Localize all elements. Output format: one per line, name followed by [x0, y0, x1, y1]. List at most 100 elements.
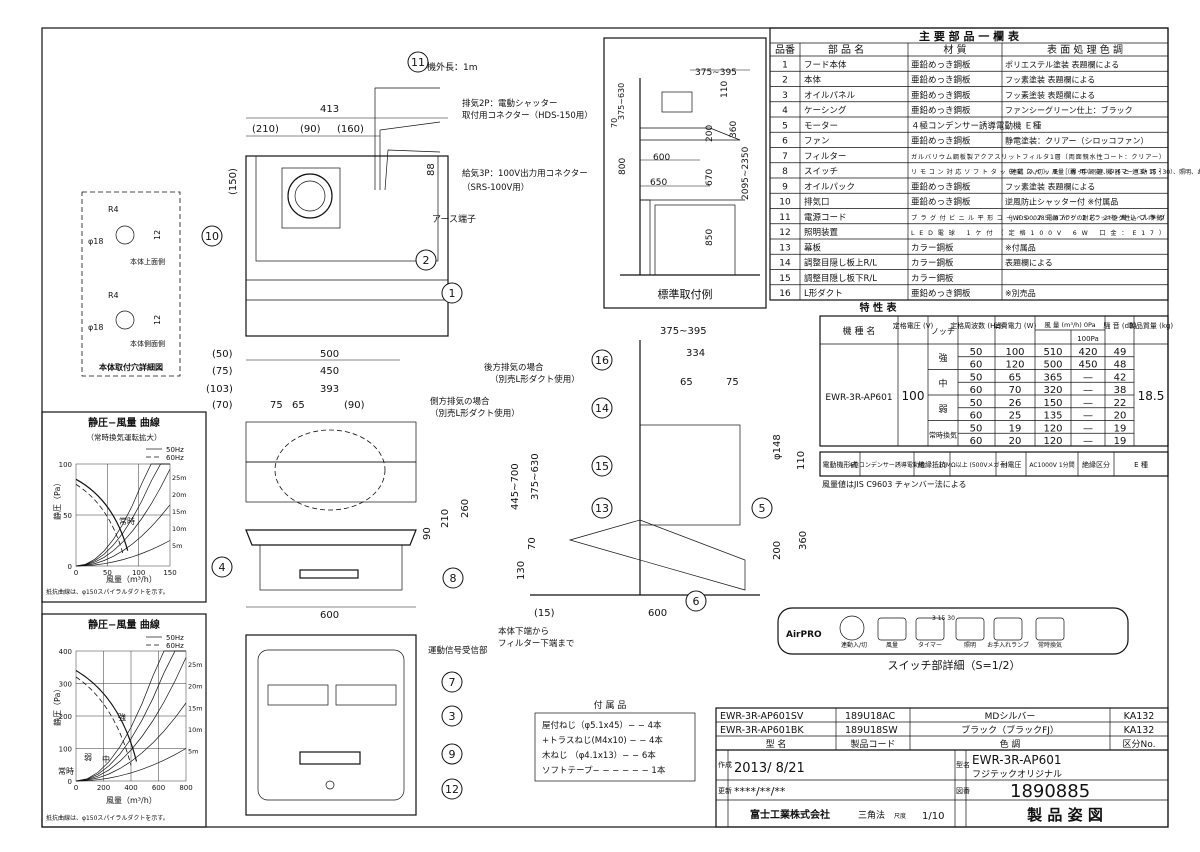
top-cord-length: 機外長：1m [427, 61, 478, 73]
tb-model-color: ブラック（ブラックFJ） [961, 724, 1059, 736]
side-dim-12: 200 [772, 541, 783, 560]
front-dim-4: (103) [206, 384, 233, 395]
spec-row-cell: 60 [970, 411, 983, 422]
mount-dim-3: 375~630 [617, 83, 626, 120]
spec-footer-cell: 絶縁抵抗 [918, 460, 946, 469]
chart-bottom-notch-label: 常時 [58, 767, 74, 776]
chart-resistance-curve [75, 463, 170, 567]
detail-bottom-label: 本体側面側 [130, 339, 165, 348]
spec-row-cell: 38 [1114, 385, 1127, 396]
side-dim-8: 70 [527, 537, 538, 550]
spec-row-notch: 常時換気 [929, 430, 957, 439]
chart-xtick: 0 [74, 569, 78, 577]
parts-row-material: 亜鉛めっき鋼板 [911, 90, 971, 101]
parts-row-material: カラー鋼板 [911, 242, 954, 253]
tb-no-label: 図番 [956, 787, 970, 795]
chart-duct-label: 25m [172, 474, 187, 482]
mount-dim-4: 200 [705, 125, 715, 142]
parts-row-name: ケーシング [804, 105, 847, 116]
spec-row-cell: 19 [1114, 423, 1127, 434]
chart-bottom-xlabel: 風量（m³/h） [106, 796, 157, 805]
top-dim-2: (90) [300, 124, 321, 135]
svg-text:15: 15 [595, 460, 609, 473]
switch-button-shape[interactable] [993, 617, 1023, 641]
parts-row-name: フード本体 [804, 59, 847, 70]
chart-bottom-notch-label: 弱 [84, 753, 92, 762]
front-view: (50) 500 (75) 450 (103) 393 (70) 75 65 (… [206, 349, 520, 621]
chart-resistance-curve [75, 650, 186, 782]
spec-row-cell: 60 [970, 360, 983, 371]
chart-top-label: 常時 [119, 517, 135, 526]
chart-duct-label: 20m [188, 683, 203, 691]
switch-button-label: お手入れランプ [987, 641, 1029, 649]
switch-button-shape[interactable] [955, 617, 985, 641]
spec-header-mass: 製品質量 (kg) [1129, 321, 1173, 330]
chart-top-legend-60: 60Hz [166, 454, 184, 462]
tb-scale-label: 尺度 [894, 812, 906, 820]
top-dim-5: 88 [426, 163, 437, 176]
chart-bottom-legend-50: 50Hz [166, 634, 184, 642]
spec-row-cell: 320 [1043, 385, 1062, 396]
chart-fan-curve-60 [75, 484, 124, 554]
switch-button-shape[interactable] [877, 617, 907, 641]
spec-row-cell: 150 [1043, 398, 1062, 409]
tb-drawing-title: 製 品 姿 図 [1026, 806, 1103, 824]
parts-row-finish: ファンシーグリーン仕上：ブラック [1005, 105, 1133, 115]
spec-row-cell: 420 [1078, 347, 1097, 358]
parts-row-material: LED電球 1ケ付（定格100V 6W 口金：E17） [911, 229, 1165, 237]
front-dim-7: 75 [270, 400, 283, 411]
spec-table-title: 特 性 表 [860, 301, 898, 314]
front-dim-0: (50) [212, 349, 233, 360]
switch-button-shape[interactable] [1035, 617, 1065, 641]
top-dim-3: (160) [337, 124, 364, 135]
chart-resistance-curve [75, 468, 171, 567]
parts-row-finish: フッ素塗装 表題欄による [1005, 90, 1095, 100]
chart-top: 静圧−風量 曲線 （常時換気運転拡大） 静圧（Pa） 風量（m³/h） 50Hz… [41, 411, 207, 603]
spec-row-cell: 135 [1043, 411, 1062, 422]
chart-ytick: 400 [59, 648, 72, 656]
chart-xtick: 150 [163, 569, 176, 577]
front-dim-6: (70) [212, 400, 233, 411]
spec-row-cell: 22 [1114, 398, 1127, 409]
spec-footer-cell: E 種 [1134, 461, 1148, 469]
parts-row-name: オイルパネル [804, 91, 856, 101]
spec-model: EWR-3R-AP601 [825, 393, 892, 403]
spec-row-notch: 弱 [938, 404, 947, 415]
parts-row-no: 13 [779, 243, 790, 253]
parts-row-name: スイッチ [804, 167, 838, 177]
parts-row-material: ４極コンデンサー誘導電動機 Ｅ種 [911, 120, 1042, 131]
svg-text:3: 3 [449, 710, 456, 723]
front-dim-5: 393 [320, 384, 339, 395]
chart-duct-label: 15m [172, 508, 187, 516]
parts-row-name: 調整目隠し板上R/L [804, 258, 877, 269]
tb-type: EWR-3R-AP601 [972, 753, 1062, 767]
chart-duct-label: 5m [172, 542, 182, 550]
accessories-box: 付 属 品 屋付ねじ（φ5.1x45）− − 4本+トラスねじ(M4x10) −… [534, 700, 696, 782]
side-rear-note-1: 後方排気の場合 [484, 362, 544, 373]
mount-dim-2: 70 [610, 118, 619, 128]
mount-dim-6: 600 [653, 153, 670, 163]
chart-ytick: 0 [68, 563, 72, 571]
spec-header-notch: ノッチ [931, 327, 955, 336]
spec-row-cell: 48 [1114, 360, 1127, 371]
detail-title: 本体取付穴詳細図 [98, 362, 163, 372]
switch-button-shape[interactable] [915, 617, 945, 641]
side-dim-3: 75 [726, 377, 739, 388]
parts-row-material: カラー鋼板 [911, 273, 954, 284]
switch-button-shape[interactable] [839, 615, 865, 641]
mount-dim-11: 850 [705, 229, 715, 246]
side-dim-5: 110 [796, 451, 807, 470]
side-dim-1: 334 [686, 348, 705, 359]
parts-row-finish: フッ素塗装 表題欄による [1005, 181, 1095, 191]
spec-footer-cell: AC1000V 1分間 [1029, 461, 1074, 469]
chart-resistance-curve [75, 540, 171, 567]
tb-header-type: 型 名 [766, 738, 787, 750]
parts-row-finish: ※付属品 [1005, 242, 1036, 252]
spec-footer-cell: 電動機形式 [823, 460, 858, 469]
front-dim-13: 90 [422, 527, 433, 540]
spec-row-cell: 60 [970, 436, 983, 447]
chart-ytick: 0 [68, 778, 72, 786]
spec-row-cell: 70 [1009, 385, 1022, 396]
chart-bottom-ylabel: 静圧（Pa） [52, 685, 62, 726]
spec-row-cell: 20 [1114, 411, 1127, 422]
